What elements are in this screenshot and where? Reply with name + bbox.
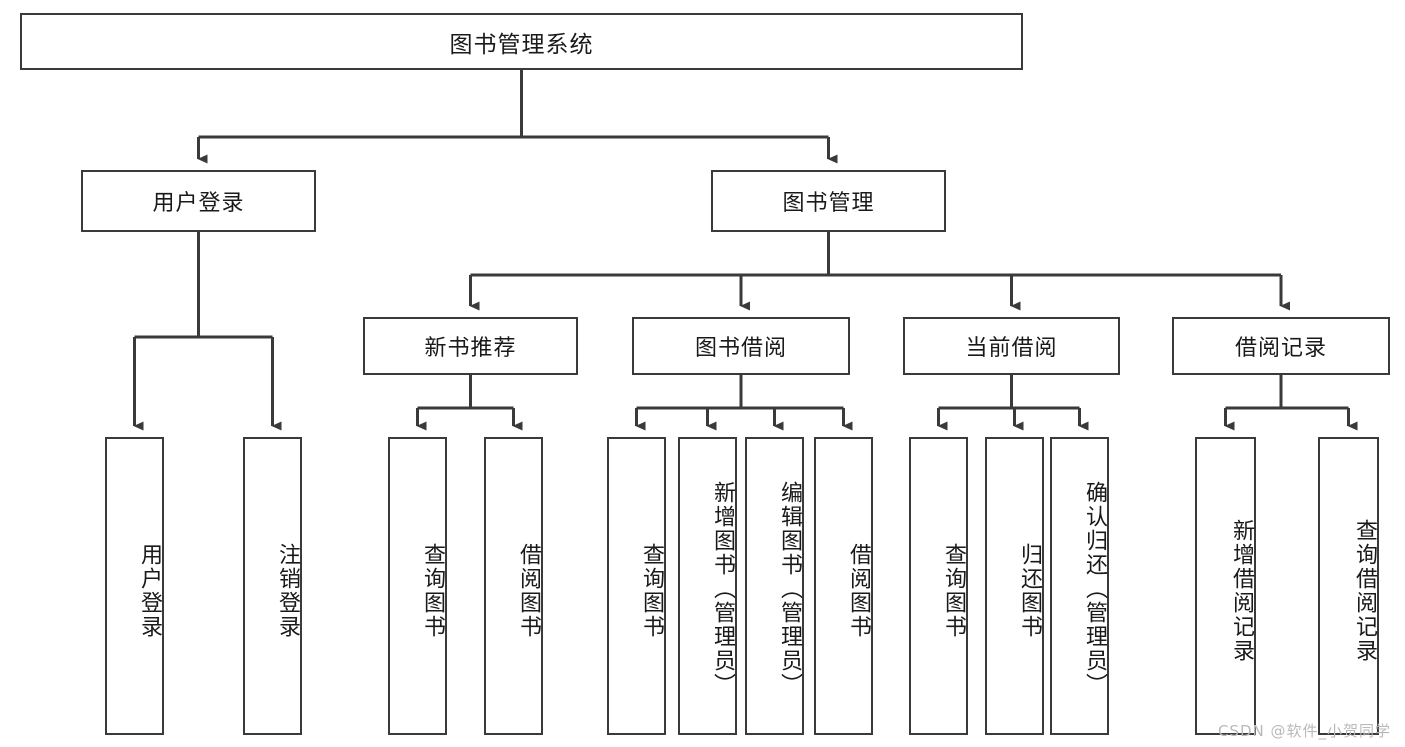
node-leaf-12[interactable]: 查询借阅记录 [1318,437,1379,735]
node-leaf-0[interactable]: 用户登录 [105,437,164,735]
node-level3-3[interactable]: 借阅记录 [1172,317,1390,375]
node-level3-0[interactable]: 新书推荐 [363,317,578,375]
node-level2-0[interactable]: 用户登录 [81,170,316,232]
node-leaf-5[interactable]: 新增图书（管理员） [678,437,737,735]
node-level3-1[interactable]: 图书借阅 [632,317,850,375]
node-leaf-2[interactable]: 查询图书 [388,437,447,735]
node-leaf-10[interactable]: 确认归还（管理员） [1050,437,1109,735]
node-leaf-7[interactable]: 借阅图书 [814,437,873,735]
node-leaf-8[interactable]: 查询图书 [909,437,968,735]
node-leaf-6[interactable]: 编辑图书（管理员） [745,437,804,735]
node-level2-1[interactable]: 图书管理 [711,170,946,232]
node-leaf-1[interactable]: 注销登录 [243,437,302,735]
csdn-watermark: CSDN @软件_小贺同学 [1217,722,1391,740]
node-leaf-9[interactable]: 归还图书 [985,437,1044,735]
node-root-图书管理系统[interactable]: 图书管理系统 [20,13,1023,70]
node-leaf-11[interactable]: 新增借阅记录 [1195,437,1256,735]
node-leaf-3[interactable]: 借阅图书 [484,437,543,735]
node-level3-2[interactable]: 当前借阅 [903,317,1120,375]
node-leaf-4[interactable]: 查询图书 [607,437,666,735]
